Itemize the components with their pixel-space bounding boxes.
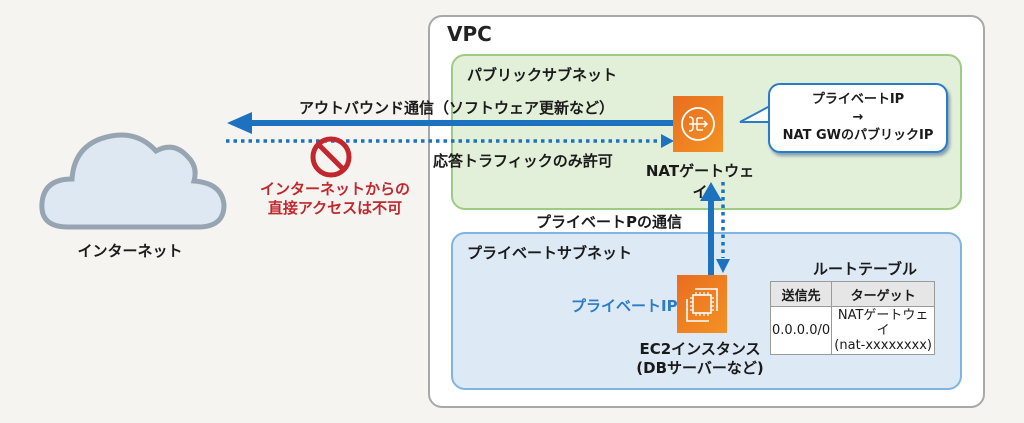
route-table: 送信先 ターゲット 0.0.0.0/0 NATゲートウェイ (nat-xxxxx… [769,281,936,355]
header-target: ターゲット [831,281,936,307]
nat-gateway-label: NATゲートウェイ [645,162,755,201]
private-ip-label: プライベートIP [571,297,678,315]
vpc-label: VPC [447,22,492,46]
route-table-title: ルートテーブル [812,260,918,278]
outbound-label: アウトバウンド通信（ソフトウェア更新など） [299,99,615,117]
private-up-arrowhead [700,182,722,201]
ec2-label-line-2: (DBサーバーなど) [636,359,764,377]
blocked-line-2: 直接アクセスは不可 [267,199,403,217]
cloud-icon [39,132,227,230]
response-arrowhead [661,134,674,148]
route-table-header-row: 送信先 ターゲット [769,281,936,307]
cell-destination: 0.0.0.0/0 [769,306,833,355]
outbound-arrowhead [227,112,252,134]
blocked-access-label: インターネットからの 直接アクセスは不可 [255,180,415,218]
callout-line-1: プライベートIP [811,92,905,107]
table-row: 0.0.0.0/0 NATゲートウェイ (nat-xxxxxxxx) [769,306,936,355]
ec2-label: EC2インスタンス (DBサーバーなど) [620,340,780,378]
internet-label: インターネット [77,242,183,260]
private-down-arrowhead [716,259,730,273]
ec2-label-line-1: EC2インスタンス [639,340,761,358]
callout-arrow: → [852,110,864,125]
public-subnet-label: パブリックサブネット [467,66,618,84]
target-line-2: (nat-xxxxxxxx) [834,338,932,353]
response-label: 応答トラフィックのみ許可 [433,152,613,170]
no-entry-icon [310,136,352,178]
private-subnet-label: プライベートサブネット [467,244,633,262]
target-line-1: NATゲートウェイ [837,308,929,338]
cell-target: NATゲートウェイ (nat-xxxxxxxx) [831,306,936,355]
header-destination: 送信先 [769,281,833,307]
ec2-instance-icon [677,275,727,333]
nat-gateway-icon [673,96,723,152]
blocked-line-1: インターネットからの [259,180,410,198]
callout-line-3: NAT GWのパブリックIP [782,128,934,143]
nat-translation-callout: プライベートIP → NAT GWのパブリックIP [768,83,948,153]
private-comm-label: プライベートPの通信 [536,213,682,231]
